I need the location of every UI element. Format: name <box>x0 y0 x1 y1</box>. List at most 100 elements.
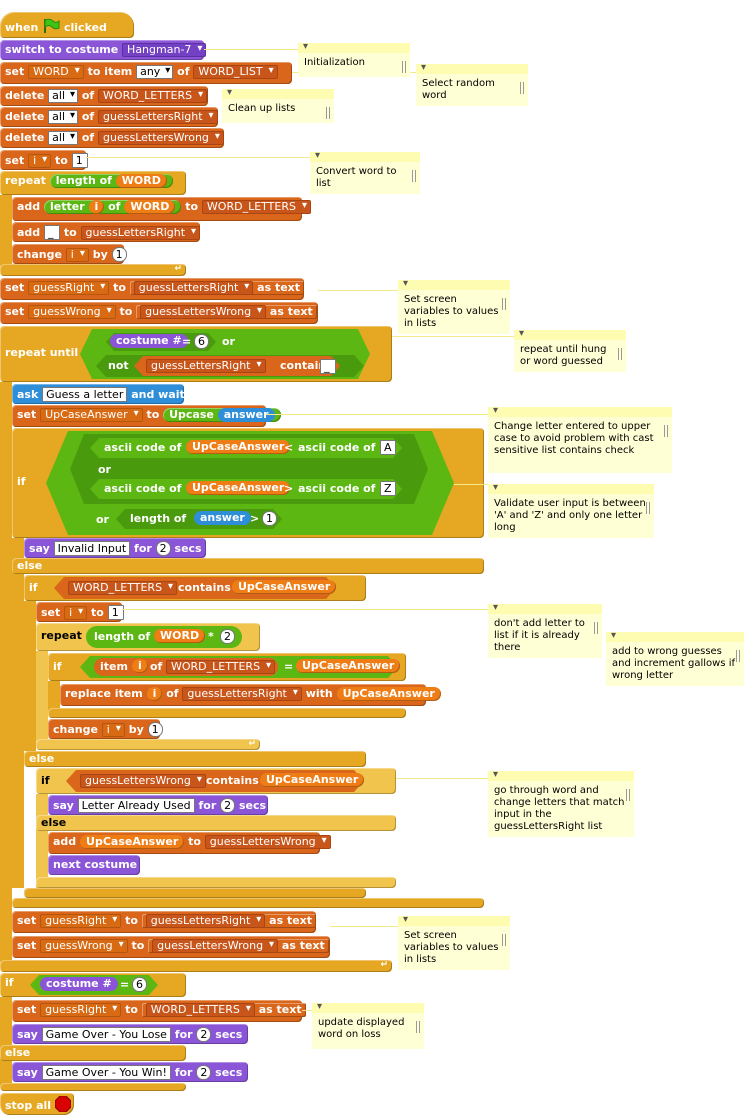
word-variable[interactable]: WORD <box>124 200 176 214</box>
delete-which-dropdown[interactable]: all <box>48 131 78 145</box>
list-dropdown[interactable]: guessLettersWrong <box>80 774 206 788</box>
guess-wrong-var-dropdown[interactable]: guessWrong <box>40 939 128 953</box>
set-word-block[interactable]: set WORD to item any of WORD_LIST <box>0 62 292 84</box>
word-variable[interactable]: WORD <box>115 174 167 188</box>
delete-which-dropdown[interactable]: all <box>48 110 78 124</box>
ask-block[interactable]: ask Guess a letter and wait <box>12 384 185 404</box>
when-flag-clicked-hat[interactable]: when clicked <box>0 12 134 38</box>
list-as-text-reporter[interactable]: guessLettersRight as text <box>129 281 305 295</box>
secs-input[interactable]: 2 <box>196 1027 212 1042</box>
set-guess-right-block-3[interactable]: set guessRight to WORD_LETTERS as text <box>12 1000 306 1022</box>
value-input[interactable]: _ <box>320 359 336 374</box>
list-dropdown[interactable]: guessLettersWrong <box>98 131 224 145</box>
value-input[interactable]: 6 <box>132 977 147 992</box>
list-dropdown[interactable]: guessLettersWrong <box>140 305 267 319</box>
word-variable[interactable]: WORD <box>154 629 206 643</box>
list-dropdown[interactable]: guessLettersWrong <box>152 939 279 953</box>
say-used-block[interactable]: say Letter Already Used for 2 secs <box>48 795 268 815</box>
i-var-dropdown[interactable]: i <box>64 606 88 620</box>
say-text-input[interactable]: Letter Already Used <box>77 798 195 813</box>
say-text-input[interactable]: Game Over - You Win! <box>41 1065 171 1080</box>
list-as-text-reporter[interactable]: guessLettersWrong as text <box>136 305 317 319</box>
letter-a-input[interactable]: A <box>380 440 396 455</box>
value-input[interactable]: 6 <box>194 334 209 349</box>
comment-select-random[interactable]: Select random word <box>416 62 528 106</box>
answer-reporter[interactable]: answer <box>217 408 275 422</box>
guess-right-var-dropdown[interactable]: guessRight <box>28 281 110 295</box>
i-var-dropdown[interactable]: i <box>101 723 125 737</box>
costume-equals-condition[interactable]: costume # = 6 <box>30 975 158 995</box>
upcase-variable[interactable]: UpCaseAnswer <box>296 659 401 673</box>
set-guess-wrong-block-2[interactable]: set guessWrong to guessLettersWrong as t… <box>12 936 330 958</box>
list-as-text-reporter[interactable]: guessLettersWrong as text <box>148 939 329 953</box>
switch-costume-block[interactable]: switch to costume Hangman-7 <box>0 40 207 60</box>
change-i-block[interactable]: change i by 1 <box>12 244 127 264</box>
comment-add-wrong[interactable]: add to wrong guesses and increment gallo… <box>606 630 744 686</box>
stop-all-block[interactable]: stop all <box>0 1093 74 1115</box>
value-input[interactable]: 2 <box>220 629 235 644</box>
word-list-dropdown[interactable]: WORD_LIST <box>193 65 278 79</box>
list-dropdown[interactable]: guessLettersRight <box>98 110 218 124</box>
value-input[interactable]: 1 <box>111 247 127 262</box>
upcase-variable[interactable]: UpCaseAnswer <box>260 773 365 787</box>
comment-initialization[interactable]: Initialization <box>298 41 410 77</box>
list-dropdown[interactable]: guessLettersRight <box>133 281 254 295</box>
i-var-dropdown[interactable]: i <box>28 154 52 168</box>
word-var-dropdown[interactable]: WORD <box>28 65 84 79</box>
comment-convert-word[interactable]: Convert word to list <box>310 150 420 194</box>
say-win-block[interactable]: say Game Over - You Win! for 2 secs <box>12 1062 248 1082</box>
upcase-variable[interactable]: UpCaseAnswer <box>186 440 291 454</box>
comment-repeat-until[interactable]: repeat until hung or word guessed <box>514 328 626 372</box>
secs-input[interactable]: 2 <box>196 1065 212 1080</box>
set-guess-wrong-block[interactable]: set guessWrong to guessLettersWrong as t… <box>0 302 318 324</box>
say-invalid-block[interactable]: say Invalid Input for 2 secs <box>24 538 206 558</box>
replace-item-block[interactable]: replace item i of guessLettersRight with… <box>60 684 441 706</box>
costume-number-reporter[interactable]: costume # <box>40 977 118 991</box>
comment-set-screen-1[interactable]: Set screen variables to values in lists <box>398 278 510 334</box>
i-variable[interactable]: i <box>88 200 105 214</box>
repeat-length-block[interactable]: repeat length of WORD <box>0 171 186 195</box>
list-dropdown[interactable]: WORD_LETTERS <box>145 1003 255 1017</box>
add-wrong-block[interactable]: add UpCaseAnswer to guessLettersWrong <box>48 832 331 854</box>
upcase-variable[interactable]: UpCaseAnswer <box>80 835 185 849</box>
item-equals-condition[interactable]: item i of WORD_LETTERS = UpCaseAnswer <box>80 656 401 678</box>
upcase-reporter[interactable]: Upcase answer <box>163 408 281 422</box>
i-variable[interactable]: i <box>146 687 163 701</box>
list-dropdown[interactable]: guessLettersRight <box>146 359 266 373</box>
costume-number-reporter[interactable]: costume # <box>110 334 188 348</box>
change-i2-block[interactable]: change i by 1 <box>48 719 163 739</box>
secs-input[interactable]: 2 <box>220 798 236 813</box>
next-costume-block[interactable]: next costume <box>48 855 140 875</box>
delete-word-letters-block[interactable]: delete all of WORD_LETTERS <box>0 86 208 106</box>
list-dropdown[interactable]: guessLettersRight <box>145 914 266 928</box>
comment-go-through[interactable]: go through word and change letters that … <box>488 769 634 837</box>
question-input[interactable]: Guess a letter <box>42 387 128 402</box>
value-input[interactable]: 1 <box>71 153 88 168</box>
contains-condition[interactable]: WORD_LETTERS contains UpCaseAnswer <box>54 577 337 599</box>
list-as-text-reporter[interactable]: guessLettersRight as text <box>141 914 317 928</box>
list-dropdown[interactable]: WORD_LETTERS <box>68 581 178 595</box>
comment-update-displayed[interactable]: update displayed word on loss <box>312 1001 424 1049</box>
say-text-input[interactable]: Game Over - You Lose <box>41 1027 171 1042</box>
upcase-variable[interactable]: UpCaseAnswer <box>186 481 291 495</box>
list-dropdown[interactable]: WORD_LETTERS <box>201 200 311 214</box>
value-input[interactable]: 1 <box>262 511 277 526</box>
item-index-dropdown[interactable]: any <box>136 65 174 79</box>
comment-set-screen-2[interactable]: Set screen variables to values in lists <box>398 914 510 970</box>
length-of-reporter[interactable]: length of WORD <box>49 174 173 188</box>
add-letter-block[interactable]: add letter i of WORD to WORD_LETTERS <box>12 197 311 221</box>
list-dropdown[interactable]: guessLettersRight <box>182 687 302 701</box>
value-input[interactable]: 1 <box>107 605 124 620</box>
list-dropdown[interactable]: guessLettersRight <box>80 226 201 240</box>
guess-wrong-var-dropdown[interactable]: guessWrong <box>28 305 116 319</box>
costume-dropdown[interactable]: Hangman-7 <box>122 43 207 57</box>
guess-right-var-dropdown[interactable]: guessRight <box>40 914 122 928</box>
set-i2-block[interactable]: set i to 1 <box>36 602 124 622</box>
say-lose-block[interactable]: say Game Over - You Lose for 2 secs <box>12 1024 248 1044</box>
repeat2-expression[interactable]: length of WORD * 2 <box>86 626 242 648</box>
set-guess-right-block[interactable]: set guessRight to guessLettersRight as t… <box>0 278 305 300</box>
repeat-until-condition[interactable]: costume # = 6 or not guessLettersRight c… <box>80 329 370 379</box>
say-text-input[interactable]: Invalid Input <box>53 541 131 556</box>
i-variable[interactable]: i <box>132 659 148 673</box>
set-i-block[interactable]: set i to 1 <box>0 150 88 170</box>
